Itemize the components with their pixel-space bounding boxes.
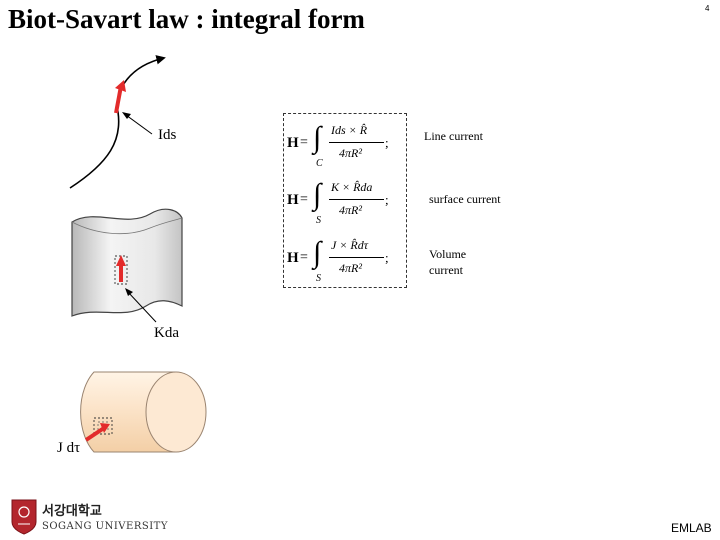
eq-volume-denominator: 4πR² (339, 261, 362, 275)
volume-element (93, 417, 113, 435)
line-current-curve (69, 55, 166, 189)
surface-sheet (71, 208, 183, 317)
eq-line-numerator: Ids × R̂ (331, 123, 368, 137)
surface-current-label: surface current (429, 192, 501, 206)
eq-surface-domain: S (316, 215, 321, 226)
ids-pointer (125, 114, 153, 135)
university-emblem-icon (11, 499, 37, 535)
equation-line: H = ∫ C Ids × R̂ 4πR² ; (287, 121, 402, 173)
eq-surface-integral: ∫ (313, 178, 322, 211)
line-current-label: Line current (424, 129, 483, 143)
eq-volume-domain: S (316, 273, 321, 284)
eq-line-domain: C (316, 158, 323, 169)
eq-surface-equals: = (300, 192, 308, 207)
university-name-korean: 서강대학교 (42, 504, 102, 519)
eq-volume-semicolon: ; (385, 250, 389, 265)
equation-box (283, 113, 407, 288)
eq-surface-fraction-bar (329, 199, 384, 200)
eq-line-fraction-bar (329, 142, 384, 143)
jdtau-label: J dτ (57, 440, 81, 456)
ids-label: Ids (158, 127, 177, 143)
eq-line-equals: = (300, 135, 308, 150)
eq-volume-integral: ∫ (313, 236, 322, 269)
volume-current-label-line1: Volume (429, 247, 467, 261)
volume-current-label-line2: current (429, 263, 463, 277)
eq-line-integral: ∫ (313, 121, 322, 154)
page-number: 4 (705, 4, 710, 13)
eq-volume-numerator: J × R̂dτ (331, 238, 369, 252)
slide-title: Biot-Savart law : integral form (8, 4, 365, 34)
eq-line-lhs: H (287, 135, 299, 151)
equation-volume: H = ∫ S J × R̂dτ 4πR² ; (287, 236, 402, 288)
line-current-element-arrow (114, 85, 123, 114)
eq-volume-lhs: H (287, 250, 299, 266)
kda-label: Kda (154, 325, 179, 341)
footer-emlab: EMLAB (671, 521, 712, 535)
equation-surface: H = ∫ S K × R̂da 4πR² ; (287, 178, 402, 230)
eq-surface-numerator: K × R̂da (331, 180, 373, 194)
eq-line-denominator: 4πR² (339, 146, 362, 160)
eq-surface-denominator: 4πR² (339, 203, 362, 217)
eq-surface-lhs: H (287, 192, 299, 208)
kda-pointer (127, 291, 157, 323)
eq-line-semicolon: ; (385, 135, 389, 150)
university-name-english: SOGANG UNIVERSITY (42, 521, 168, 532)
eq-volume-equals: = (300, 250, 308, 265)
eq-volume-fraction-bar (329, 257, 384, 258)
eq-surface-semicolon: ; (385, 192, 389, 207)
